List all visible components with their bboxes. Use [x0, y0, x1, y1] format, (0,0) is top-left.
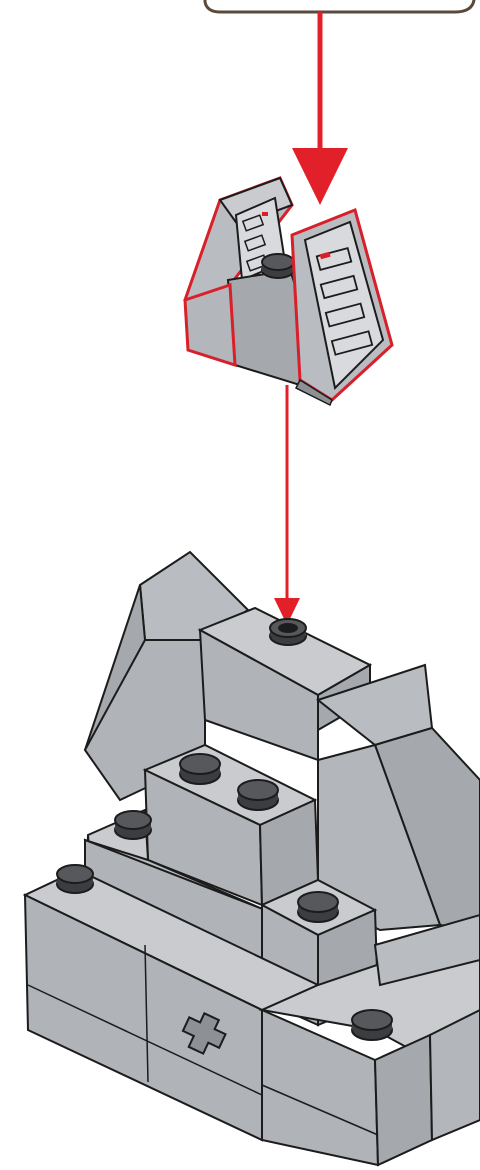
base-assembly — [25, 552, 480, 1165]
callout-frame — [205, 0, 474, 12]
stud — [298, 892, 338, 922]
stud — [57, 865, 93, 893]
stud — [115, 811, 151, 839]
slope-pair-part — [185, 178, 392, 405]
stud — [238, 780, 278, 810]
down-arrow-icon — [292, 148, 348, 205]
stud — [180, 754, 220, 784]
stud — [352, 1010, 392, 1040]
